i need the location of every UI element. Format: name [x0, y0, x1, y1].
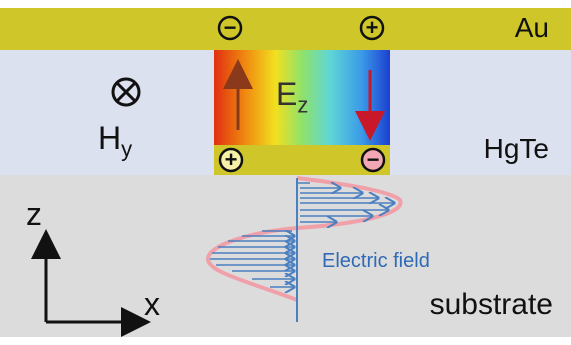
magnetic-field-label: Hy [98, 120, 133, 162]
hgte-label: HgTe [483, 133, 549, 164]
z-axis-label: z [26, 196, 42, 232]
charge-circle-top-left [217, 15, 243, 41]
charge-top-left: − [224, 15, 237, 40]
charge-top-right: + [366, 15, 379, 40]
charge-circle-bottom-right [360, 147, 386, 173]
x-axis-label: x [144, 286, 160, 322]
charge-circle-top-right [359, 15, 385, 41]
charge-bottom-right: − [367, 147, 380, 172]
field-into-page-icon [111, 77, 141, 107]
au-label: Au [514, 12, 549, 43]
bottom-gold-contact [214, 145, 390, 175]
electric-component-label: Ez [276, 76, 309, 118]
field-arrows [210, 183, 394, 287]
au-layer [0, 8, 571, 50]
charge-bottom-left: + [225, 147, 238, 172]
field-envelope [206, 176, 403, 302]
electric-field-label: Electric field [322, 250, 430, 272]
charge-circle-bottom-left [218, 147, 244, 173]
substrate-label: substrate [429, 288, 553, 321]
